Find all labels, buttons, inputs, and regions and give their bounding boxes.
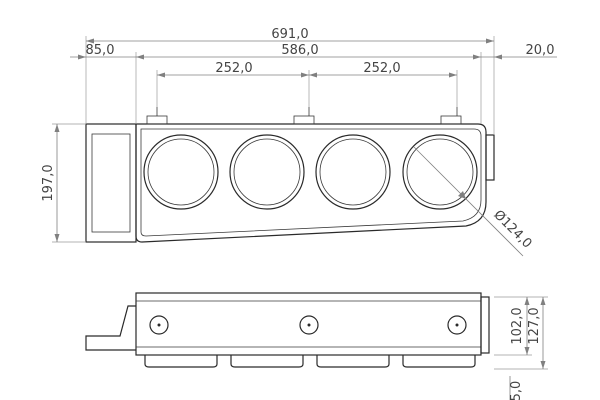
hole-3-center <box>455 323 459 327</box>
cylinder-bottom-1 <box>144 355 218 368</box>
plan-right-cap <box>480 296 490 354</box>
arrow <box>136 54 144 60</box>
main-body-inner <box>140 128 482 237</box>
main-body <box>135 123 487 243</box>
dim-line-diameter <box>413 146 524 257</box>
dim-height: 197,0 <box>41 164 56 201</box>
dim-right-offset: 20,0 <box>526 43 555 58</box>
arrow <box>301 72 309 78</box>
dimensions: 691,0 85,0 586,0 20,0 252,0 252,0 197,0 … <box>41 27 557 400</box>
arrow <box>54 234 60 242</box>
arrow <box>449 72 457 78</box>
arrow <box>458 191 466 199</box>
arrow <box>473 54 481 60</box>
arrow <box>540 297 546 305</box>
dim-spacing-right: 252,0 <box>363 61 400 76</box>
arrow <box>78 54 86 60</box>
circle-4-inner <box>406 138 474 206</box>
cylinder-bottom-3 <box>316 355 390 368</box>
pin-base-3 <box>440 115 462 125</box>
arrow <box>540 361 546 369</box>
top-pins <box>146 107 462 125</box>
circle-1 <box>143 134 219 210</box>
hole-1 <box>149 315 169 335</box>
dim-overall-length: 691,0 <box>271 27 308 42</box>
right-cap <box>485 134 495 181</box>
arrow <box>524 347 530 355</box>
circle-2-inner <box>233 138 301 206</box>
plan-view <box>85 292 490 368</box>
circle-2 <box>229 134 305 210</box>
dim-depth-102: 102,0 <box>510 307 525 344</box>
circle-4 <box>402 134 478 210</box>
plan-left-tab <box>85 305 136 351</box>
cylinder-bottom-2 <box>230 355 304 368</box>
hole-1-center <box>157 323 161 327</box>
hole-3 <box>447 315 467 335</box>
pin-base-1 <box>146 115 168 125</box>
arrow <box>494 54 502 60</box>
circle-3-inner <box>319 138 387 206</box>
arrow <box>309 72 317 78</box>
arrow <box>524 297 530 305</box>
left-block <box>85 123 137 243</box>
cylinder-bottom-4 <box>402 355 476 368</box>
dim-body-length: 586,0 <box>281 43 318 58</box>
hole-2 <box>299 315 319 335</box>
arrow <box>54 124 60 132</box>
circle-3 <box>315 134 391 210</box>
arrow <box>486 38 494 44</box>
front-view <box>85 107 495 243</box>
hole-2-center <box>307 323 311 327</box>
dim-left-offset: 85,0 <box>86 43 115 58</box>
circles <box>143 134 478 210</box>
dim-offset-5: 5,0 <box>509 381 524 400</box>
pin-base-2 <box>293 115 315 125</box>
arrow <box>86 38 94 44</box>
circle-1-inner <box>147 138 215 206</box>
dim-depth-127: 127,0 <box>527 307 542 344</box>
arrow <box>157 72 165 78</box>
left-block-inset <box>91 133 131 233</box>
dim-spacing-left: 252,0 <box>215 61 252 76</box>
